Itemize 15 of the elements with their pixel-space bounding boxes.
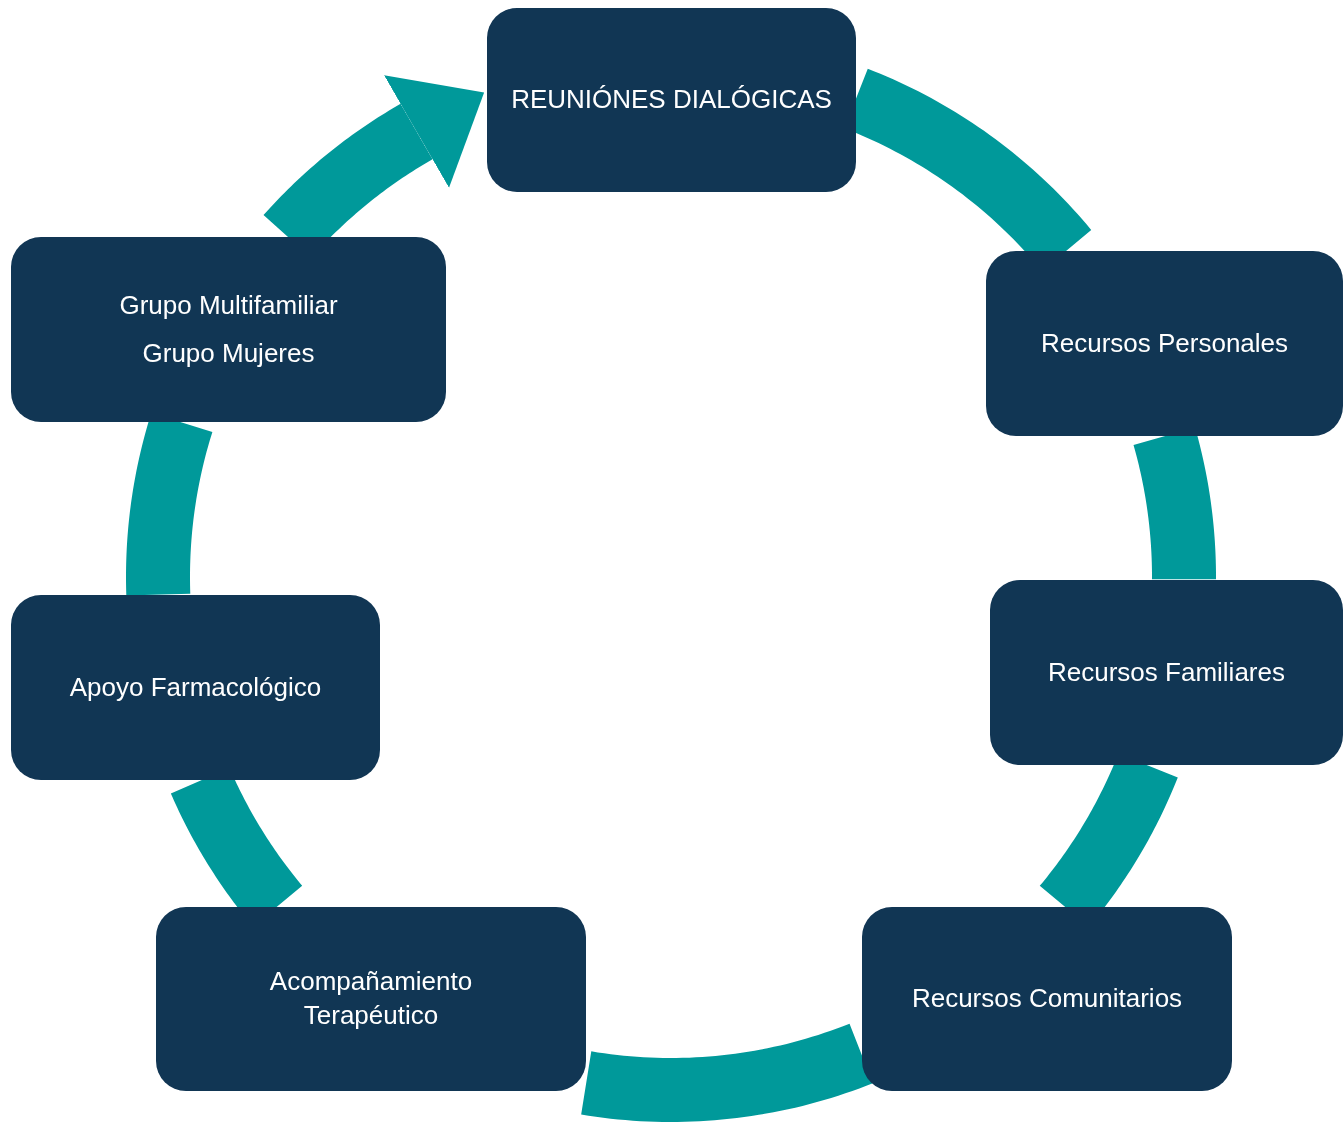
node-label: Acompañamiento Terapéutico xyxy=(268,965,474,1032)
process-box xyxy=(990,580,1343,765)
process-box xyxy=(862,907,1232,1091)
process-box xyxy=(986,251,1343,436)
process-box xyxy=(11,237,446,422)
process-box xyxy=(487,8,856,192)
process-box xyxy=(156,907,586,1091)
node-label: Recursos Personales xyxy=(1040,326,1289,360)
node-label: Recursos Familiares xyxy=(1048,655,1285,689)
node-label: Grupo Multifamiliar xyxy=(119,288,338,322)
node-label: Apoyo Farmacológico xyxy=(69,670,322,704)
process-box xyxy=(11,595,380,780)
node-label: Grupo Mujeres xyxy=(142,336,315,370)
node-label: Recursos Comunitarios xyxy=(911,982,1183,1016)
node-label: REUNIÓNES DIALÓGICAS xyxy=(511,83,832,117)
